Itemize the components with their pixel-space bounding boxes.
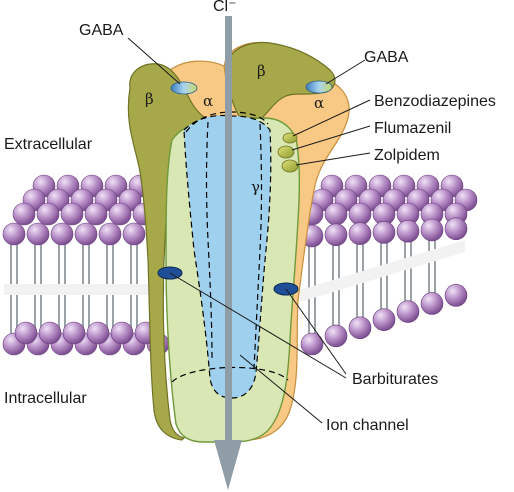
lipid-head xyxy=(98,222,122,246)
lipid-head xyxy=(348,316,372,340)
leader-benzodiazepines xyxy=(292,99,371,137)
bilayer-midplane-right xyxy=(300,240,465,302)
beta-label-right: β xyxy=(257,62,266,80)
lipid-head xyxy=(324,223,348,247)
gaba-site-left xyxy=(170,81,198,95)
lipid-heads-bottom-left xyxy=(2,321,170,356)
lipid-head xyxy=(86,321,110,345)
flumazenil-site xyxy=(277,145,295,159)
leader-ion-channel xyxy=(239,354,323,424)
lipid-head xyxy=(372,308,396,331)
leader-flumazenil xyxy=(291,125,371,151)
ion-label: Cl⁻ xyxy=(213,0,237,15)
lipid-head xyxy=(324,202,348,226)
alpha-label-right: α xyxy=(314,94,324,112)
lipid-heads-top-front-right xyxy=(300,217,468,248)
bilayer-midplane-left xyxy=(4,284,170,295)
leader-zolpidem xyxy=(295,152,371,166)
gaba-site-right xyxy=(305,80,333,94)
lipid-head xyxy=(84,202,108,226)
lipid-head xyxy=(324,324,348,348)
leader-gaba-right xyxy=(325,59,366,85)
lipid-heads-bottom-right xyxy=(300,284,468,356)
extracellular-label: Extracellular xyxy=(4,136,93,153)
lipid-head xyxy=(108,202,132,226)
lipid-head xyxy=(14,321,38,345)
lipid-head xyxy=(74,222,98,246)
leader-lines xyxy=(127,37,371,424)
pore-dashed-left xyxy=(205,121,213,361)
lipid-head xyxy=(38,321,62,345)
lipid-head xyxy=(444,284,468,307)
lipid-head xyxy=(372,221,396,244)
lipid-head xyxy=(396,300,420,323)
lipid-heads-top-back-left xyxy=(12,174,156,226)
benzodiazepine-site xyxy=(282,132,298,144)
lipid-head xyxy=(348,202,372,226)
lipid-head xyxy=(420,292,444,315)
lipid-heads-top-back-right xyxy=(300,174,478,226)
benzodiazepine-site-cluster xyxy=(277,132,299,173)
barbiturates-label: Barbiturates xyxy=(352,371,438,388)
beta-label-left: β xyxy=(145,90,154,108)
beta-subunit-left xyxy=(127,63,213,441)
flumazenil-label: Flumazenil xyxy=(374,120,451,137)
arrow-head xyxy=(214,440,242,490)
lipid-head xyxy=(12,202,36,226)
ion-channel-label: Ion channel xyxy=(326,417,409,434)
zolpidem-label: Zolpidem xyxy=(374,147,440,164)
lipid-head xyxy=(60,202,84,226)
labels: Cl⁻ GABA GABA Benzodiazepines Flumazenil… xyxy=(4,0,496,434)
leader-barbiturates-right xyxy=(285,288,347,375)
lipid-head xyxy=(110,321,134,345)
lipid-head xyxy=(26,222,50,246)
gaba-label-left: GABA xyxy=(79,22,124,39)
leader-barbiturates-left xyxy=(169,272,347,379)
gamma-label: γ xyxy=(251,178,260,196)
lipid-head xyxy=(122,222,146,246)
alpha-label-left: α xyxy=(203,92,213,110)
zolpidem-site xyxy=(281,159,299,173)
chloride-flow-arrow xyxy=(214,16,242,490)
benzodiazepines-label: Benzodiazepines xyxy=(374,93,496,110)
lipid-head xyxy=(2,222,26,246)
arrow-shaft xyxy=(225,16,232,444)
lipid-heads-top-front-left xyxy=(2,222,170,246)
intracellular-label: Intracellular xyxy=(4,390,87,407)
lipid-head xyxy=(420,218,444,242)
pore-dashed-right xyxy=(253,123,263,369)
leader-gaba-left xyxy=(127,37,181,85)
lipid-head xyxy=(444,217,468,241)
lipid-head xyxy=(50,222,74,246)
lipid-head xyxy=(62,321,86,345)
lipid-head xyxy=(300,332,324,356)
gaba-label-right: GABA xyxy=(364,49,409,66)
lipid-head xyxy=(348,222,372,245)
gaba-a-receptor xyxy=(127,41,350,443)
lipid-head xyxy=(36,202,60,226)
lipid-head xyxy=(396,219,420,243)
